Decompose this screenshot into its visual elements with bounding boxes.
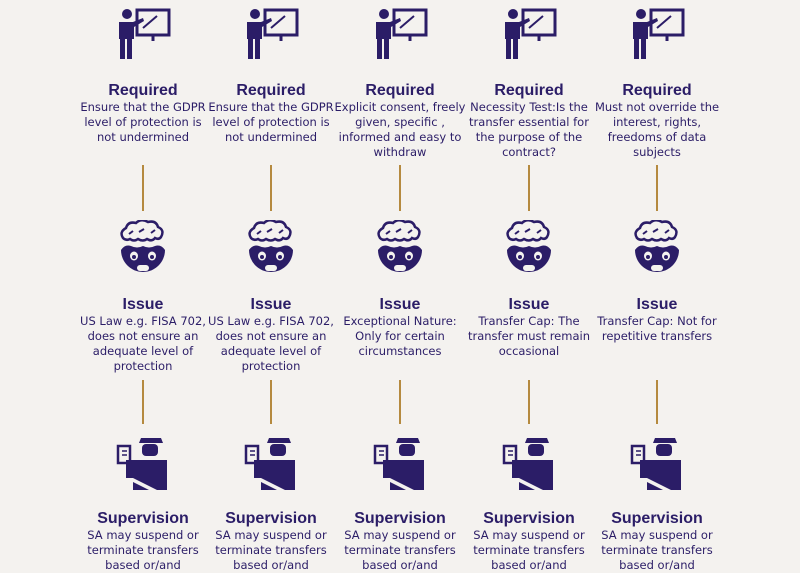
column-3: Required Explicit consent, freely given,… xyxy=(334,0,466,572)
supervision-text: SA may suspend or terminate transfers ba… xyxy=(601,528,713,572)
teacher-board-icon xyxy=(245,7,299,61)
column-4: Required Necessity Test:Is the transfer … xyxy=(465,0,593,572)
issue-title: Issue xyxy=(250,296,292,313)
connector-line xyxy=(528,165,530,211)
teacher-board-icon xyxy=(117,7,171,61)
teacher-board-icon xyxy=(631,7,685,61)
required-title: Required xyxy=(236,82,306,99)
supervision-text: SA may suspend or terminate transfers ba… xyxy=(87,528,199,572)
required-text: Necessity Test:Is the transfer essential… xyxy=(469,100,589,159)
connector-line xyxy=(270,165,272,211)
teacher-board-icon xyxy=(374,7,428,61)
supervision-title: Supervision xyxy=(225,510,317,527)
issue-title: Issue xyxy=(122,296,164,313)
required-text: Ensure that the GDPR level of protection… xyxy=(208,100,334,144)
connector-line xyxy=(399,380,401,424)
officer-badge-icon xyxy=(502,436,555,492)
issue-text: Transfer Cap: The transfer must remain o… xyxy=(467,314,590,358)
connector-line xyxy=(399,165,401,211)
supervision-title: Supervision xyxy=(354,510,446,527)
required-text: Ensure that the GDPR level of protection… xyxy=(80,100,206,144)
issue-text: Exceptional Nature: Only for certain cir… xyxy=(343,314,457,358)
issue-title: Issue xyxy=(636,296,678,313)
required-text: Must not override the interest, rights, … xyxy=(594,100,720,159)
mind-blown-face-icon xyxy=(633,220,681,274)
required-text: Explicit consent, freely given, specific… xyxy=(334,100,466,159)
officer-badge-icon xyxy=(630,436,683,492)
teacher-board-icon xyxy=(503,7,557,61)
required-title: Required xyxy=(365,82,435,99)
column-1: Required Ensure that the GDPR level of p… xyxy=(79,0,207,572)
required-title: Required xyxy=(622,82,692,99)
officer-badge-icon xyxy=(116,436,169,492)
connector-line xyxy=(656,380,658,424)
issue-title: Issue xyxy=(508,296,550,313)
supervision-title: Supervision xyxy=(611,510,703,527)
supervision-title: Supervision xyxy=(97,510,189,527)
officer-badge-icon xyxy=(244,436,297,492)
officer-badge-icon xyxy=(373,436,426,492)
required-title: Required xyxy=(494,82,564,99)
mind-blown-face-icon xyxy=(119,220,167,274)
mind-blown-face-icon xyxy=(247,220,295,274)
supervision-title: Supervision xyxy=(483,510,575,527)
issue-text: US Law e.g. FISA 702, does not ensure an… xyxy=(80,314,206,373)
mind-blown-face-icon xyxy=(505,220,553,274)
connector-line xyxy=(528,380,530,424)
connector-line xyxy=(142,165,144,211)
supervision-text: SA may suspend or terminate transfers ba… xyxy=(473,528,585,572)
connector-line xyxy=(270,380,272,424)
issue-text: Transfer Cap: Not for repetitive transfe… xyxy=(597,314,717,343)
supervision-text: SA may suspend or terminate transfers ba… xyxy=(344,528,456,572)
supervision-text: SA may suspend or terminate transfers ba… xyxy=(215,528,327,572)
issue-title: Issue xyxy=(379,296,421,313)
column-2: Required Ensure that the GDPR level of p… xyxy=(207,0,335,572)
required-title: Required xyxy=(108,82,178,99)
mind-blown-face-icon xyxy=(376,220,424,274)
connector-line xyxy=(656,165,658,211)
issue-text: US Law e.g. FISA 702, does not ensure an… xyxy=(208,314,334,373)
connector-line xyxy=(142,380,144,424)
column-5: Required Must not override the interest,… xyxy=(593,0,721,572)
